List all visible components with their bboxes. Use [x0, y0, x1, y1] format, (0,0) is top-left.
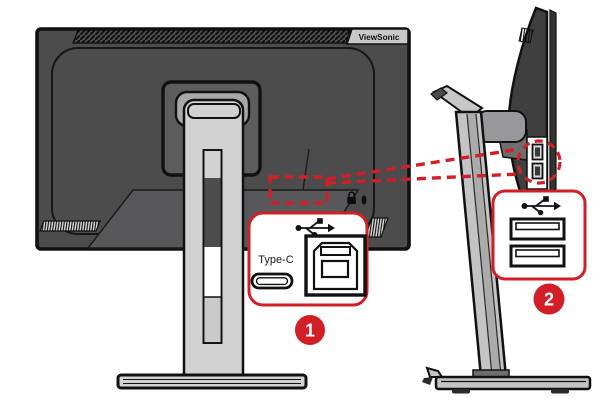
side-usb-port-1 [531, 143, 544, 161]
top-vent-hatch [73, 30, 350, 43]
leader-line-lower [326, 172, 520, 185]
type-c-label: Type-C [258, 254, 294, 266]
leader-line-upper [326, 147, 521, 181]
red-connectors [268, 139, 562, 205]
logo-plate [345, 28, 409, 45]
side-screen-edge [549, 9, 557, 192]
callout-2-badge [533, 283, 565, 315]
hinge-clamp [187, 103, 241, 119]
usb-type-a-port-1 [509, 217, 566, 241]
usb-type-b-port [304, 234, 367, 297]
cable-slot [202, 149, 223, 344]
vent-hatch-left [40, 221, 100, 231]
callout-1-badge [295, 315, 325, 345]
usb-type-c-port [250, 272, 294, 290]
monitor-back-view: ViewSonic [35, 27, 411, 390]
usb-type-a-port-2 [509, 244, 566, 268]
side-usb-port-2 [531, 162, 544, 180]
kensington-lock-icon [347, 191, 356, 204]
security-slot-icon [361, 195, 367, 205]
callout-1-number: 1 [305, 321, 315, 341]
panel-seam [302, 148, 310, 191]
callout-1: Type-C 1 [247, 211, 369, 345]
brand-logo: ViewSonic [359, 33, 400, 42]
side-arm-tip [430, 87, 448, 101]
highlight-rect-back-ports [268, 175, 329, 205]
stand-base-back [116, 373, 308, 390]
highlight-circle-side-ports [516, 139, 562, 185]
callout-2-number: 2 [544, 290, 554, 310]
callout-2: 2 [491, 189, 587, 315]
side-vent-hatch [518, 27, 534, 44]
vent-hatch-right [365, 218, 388, 237]
side-usb-recess [526, 136, 548, 190]
stand-base-side [422, 366, 592, 394]
